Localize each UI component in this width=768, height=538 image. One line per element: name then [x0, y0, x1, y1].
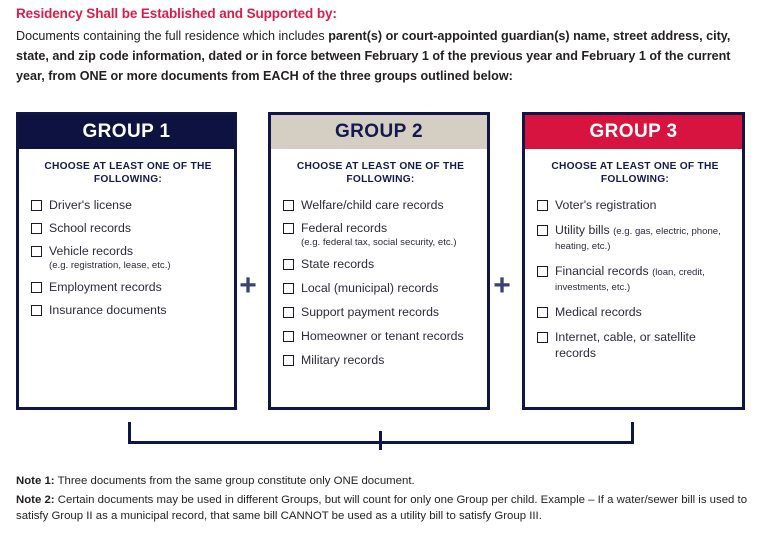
list-item-label: Military records — [301, 353, 385, 368]
group-1-header: GROUP 1 — [19, 115, 234, 149]
list-item-label: Driver's license — [49, 197, 132, 212]
checkbox-icon[interactable] — [283, 223, 294, 235]
group-2-choose-label: CHOOSE AT LEAST ONE OF THE FOLLOWING: — [296, 161, 465, 186]
bracket-tick-right — [631, 422, 634, 444]
note-1-text: Three documents from the same group cons… — [54, 475, 415, 487]
list-item-sublabel: (loan, credit, investments, etc.) — [555, 266, 705, 294]
list-item[interactable]: Utility bills (e.g. gas, electric, phone… — [537, 223, 733, 254]
group-2-box: GROUP 2 CHOOSE AT LEAST ONE OF THE FOLLO… — [268, 112, 490, 410]
list-item[interactable]: Financial records (loan, credit, investm… — [537, 264, 733, 295]
list-item-sublabel: (e.g. gas, electric, phone, heating, etc… — [555, 225, 721, 253]
checkbox-icon[interactable] — [31, 199, 42, 211]
list-item-label: Voter's registration — [555, 197, 657, 212]
checkbox-icon[interactable] — [31, 281, 42, 293]
checkbox-icon[interactable] — [283, 307, 294, 319]
group-2-header: GROUP 2 — [271, 115, 487, 149]
note-1: Note 1: Three documents from the same gr… — [16, 473, 752, 490]
group-3-box: GROUP 3 CHOOSE AT LEAST ONE OF THE FOLLO… — [522, 112, 745, 410]
note-1-label: Note 1: — [16, 475, 55, 487]
list-item-label: Local (municipal) records — [301, 281, 439, 296]
page-title: Residency Shall be Established and Suppo… — [16, 6, 337, 21]
intro-paragraph: Documents containing the full residence … — [16, 27, 752, 87]
group-3-choose-label: CHOOSE AT LEAST ONE OF THE FOLLOWING: — [551, 161, 719, 186]
bracket-tick-left — [128, 422, 131, 444]
list-item[interactable]: Insurance documents — [31, 303, 225, 318]
checkbox-icon[interactable] — [283, 355, 294, 367]
note-2: Note 2: Certain documents may be used in… — [16, 492, 752, 525]
checkbox-icon[interactable] — [31, 246, 42, 258]
list-item-label: Support payment records — [301, 305, 440, 320]
list-item-label: School records — [49, 220, 132, 235]
list-item-label: Utility bills — [555, 222, 614, 237]
checkbox-icon[interactable] — [537, 224, 548, 236]
grouping-bracket — [128, 422, 634, 450]
list-item-label: Homeowner or tenant records — [301, 329, 464, 344]
group-3-body: CHOOSE AT LEAST ONE OF THE FOLLOWING: Vo… — [525, 149, 742, 361]
list-item[interactable]: Welfare/child care records — [283, 198, 478, 213]
checkbox-icon[interactable] — [31, 305, 42, 317]
list-item[interactable]: Support payment records — [283, 305, 478, 320]
list-item[interactable]: Local (municipal) records — [283, 281, 478, 296]
list-item-sublabel: (e.g. registration, lease, etc.) — [49, 259, 171, 271]
intro-text-normal: Documents containing the full residence … — [16, 29, 329, 44]
list-item[interactable]: Internet, cable, or satellite records — [537, 330, 733, 361]
list-item[interactable]: Federal records(e.g. federal tax, social… — [283, 221, 478, 248]
bracket-tick-middle — [379, 431, 382, 450]
list-item[interactable]: Employment records — [31, 280, 225, 295]
checkbox-icon[interactable] — [537, 199, 548, 211]
plus-operator-2: + — [493, 269, 511, 302]
checkbox-icon[interactable] — [283, 331, 294, 343]
checkbox-icon[interactable] — [283, 259, 294, 271]
plus-operator-1: + — [239, 269, 257, 302]
checkbox-icon[interactable] — [537, 332, 548, 344]
note-2-text: Certain documents may be used in differe… — [16, 493, 748, 523]
checkbox-icon[interactable] — [537, 306, 548, 318]
list-item-sublabel: (e.g. federal tax, social security, etc.… — [301, 236, 457, 248]
list-item[interactable]: Vehicle records(e.g. registration, lease… — [31, 244, 225, 271]
checkbox-icon[interactable] — [31, 222, 42, 234]
intro-text-bold: parent(s) or court-appointed guardian(s)… — [16, 29, 731, 83]
list-item-label: Vehicle records — [49, 244, 134, 259]
group-1-choose-label: CHOOSE AT LEAST ONE OF THE FOLLOWING: — [44, 161, 212, 186]
list-item-label: Employment records — [49, 279, 162, 294]
note-2-label: Note 2: — [16, 493, 55, 506]
group-1-body: CHOOSE AT LEAST ONE OF THE FOLLOWING: Dr… — [19, 149, 234, 319]
list-item-label: Insurance documents — [49, 303, 167, 318]
list-item-label: Medical records — [555, 304, 642, 319]
intro-block: Residency Shall be Established and Suppo… — [16, 6, 752, 87]
list-item-label: Financial records — [555, 263, 653, 278]
checkbox-icon[interactable] — [283, 199, 294, 211]
list-item[interactable]: State records — [283, 257, 478, 272]
list-item[interactable]: Driver's license — [31, 198, 225, 213]
notes-block: Note 1: Three documents from the same gr… — [16, 473, 752, 527]
list-item-label: Internet, cable, or satellite records — [555, 330, 696, 360]
list-item-label: Welfare/child care records — [301, 197, 444, 212]
list-item[interactable]: School records — [31, 221, 225, 236]
group-2-body: CHOOSE AT LEAST ONE OF THE FOLLOWING: We… — [271, 149, 487, 369]
list-item[interactable]: Homeowner or tenant records — [283, 329, 478, 344]
group-3-header: GROUP 3 — [525, 115, 742, 149]
list-item-label: Federal records — [301, 221, 388, 236]
list-item[interactable]: Medical records — [537, 305, 733, 320]
group-1-box: GROUP 1 CHOOSE AT LEAST ONE OF THE FOLLO… — [16, 112, 237, 410]
list-item-label: State records — [301, 257, 375, 272]
list-item[interactable]: Voter's registration — [537, 198, 733, 213]
checkbox-icon[interactable] — [537, 265, 548, 277]
checkbox-icon[interactable] — [283, 283, 294, 295]
list-item[interactable]: Military records — [283, 353, 478, 368]
